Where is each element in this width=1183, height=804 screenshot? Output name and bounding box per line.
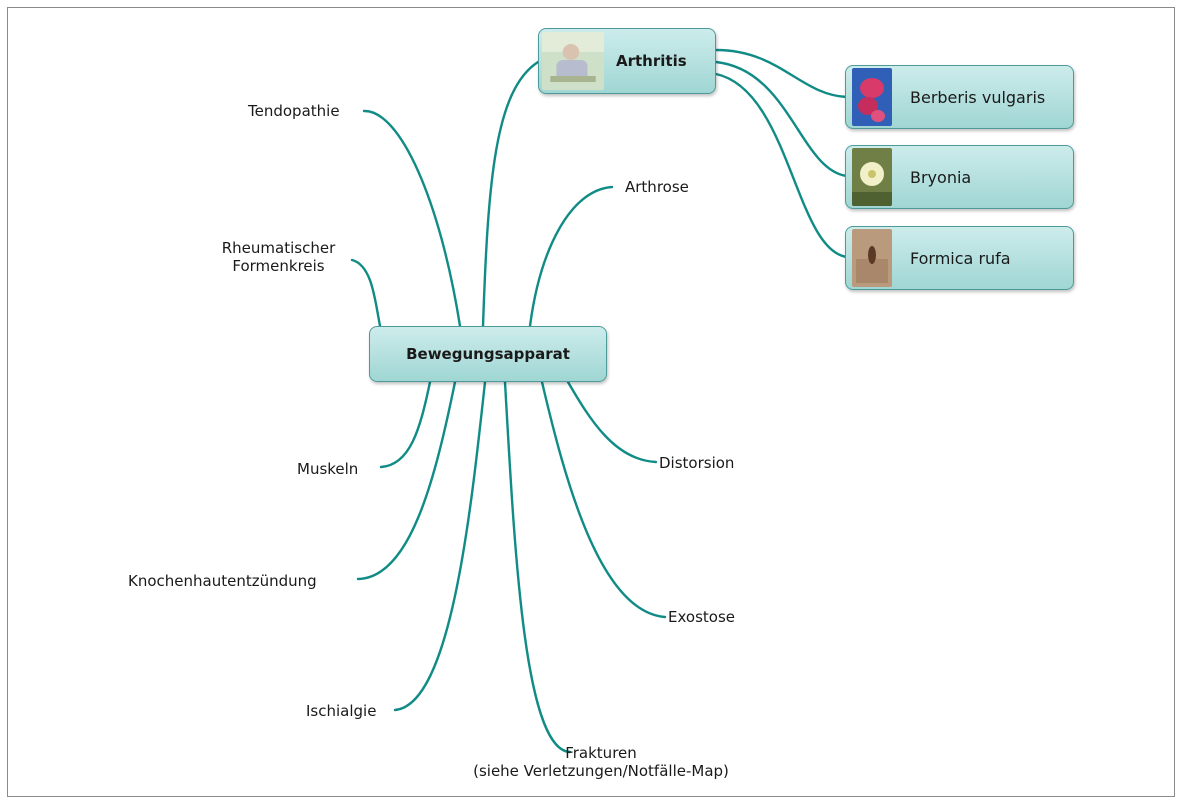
remedy-label-bryonia: Bryonia bbox=[910, 167, 972, 187]
branch-muskeln[interactable]: Muskeln bbox=[297, 460, 359, 478]
arthritis-node[interactable]: Arthritis bbox=[538, 28, 716, 94]
remedy-label-berberis: Berberis vulgaris bbox=[910, 87, 1046, 107]
elderly-person-photo-icon bbox=[542, 32, 604, 90]
branch-distorsion[interactable]: Distorsion bbox=[659, 454, 735, 472]
branch-rheuma-line2: Formenkreis bbox=[232, 257, 325, 275]
remedy-label-formica: Formica rufa bbox=[910, 248, 1011, 268]
branch-arthrose[interactable]: Arthrose bbox=[625, 178, 689, 196]
bryonia-flower-photo-icon bbox=[852, 148, 892, 206]
link-arthrose bbox=[528, 185, 614, 328]
ant-photo-icon bbox=[852, 229, 892, 287]
remedy-node-formica[interactable]: Formica rufa bbox=[845, 226, 1074, 290]
link-knochenhaut bbox=[356, 380, 457, 581]
branch-rheumatischer-formenkreis[interactable]: Rheumatischer Formenkreis bbox=[211, 239, 346, 275]
arthritis-node-label: Arthritis bbox=[616, 52, 687, 70]
link-bryonia bbox=[714, 60, 849, 178]
branch-frakturen-line1: Frakturen bbox=[565, 744, 637, 762]
branch-ischialgie[interactable]: Ischialgie bbox=[306, 702, 377, 720]
diagram-frame bbox=[7, 7, 1175, 797]
center-node[interactable]: Bewegungsapparat bbox=[369, 326, 607, 382]
branch-frakturen-line2: (siehe Verletzungen/Notfälle-Map) bbox=[473, 762, 729, 780]
branch-knochenhautentzuendung[interactable]: Knochenhautentzündung bbox=[128, 572, 317, 590]
link-arthritis bbox=[481, 60, 540, 328]
link-muskeln bbox=[379, 380, 432, 469]
remedy-node-berberis[interactable]: Berberis vulgaris bbox=[845, 65, 1074, 129]
center-node-label: Bewegungsapparat bbox=[406, 345, 570, 363]
branch-tendopathie[interactable]: Tendopathie bbox=[248, 102, 340, 120]
link-formica bbox=[714, 72, 849, 259]
link-exostose bbox=[540, 380, 667, 619]
branch-exostose[interactable]: Exostose bbox=[668, 608, 735, 626]
link-berberis bbox=[714, 48, 849, 99]
link-ischialgie bbox=[393, 380, 487, 712]
link-distorsion bbox=[566, 380, 658, 464]
link-tendopathie bbox=[362, 109, 462, 328]
link-rheuma bbox=[350, 258, 382, 328]
branch-rheuma-line1: Rheumatischer bbox=[221, 239, 336, 257]
link-frakturen bbox=[503, 380, 572, 754]
remedy-node-bryonia[interactable]: Bryonia bbox=[845, 145, 1074, 209]
branch-frakturen[interactable]: Frakturen (siehe Verletzungen/Notfälle-M… bbox=[456, 744, 746, 780]
berberis-flower-photo-icon bbox=[852, 68, 892, 126]
